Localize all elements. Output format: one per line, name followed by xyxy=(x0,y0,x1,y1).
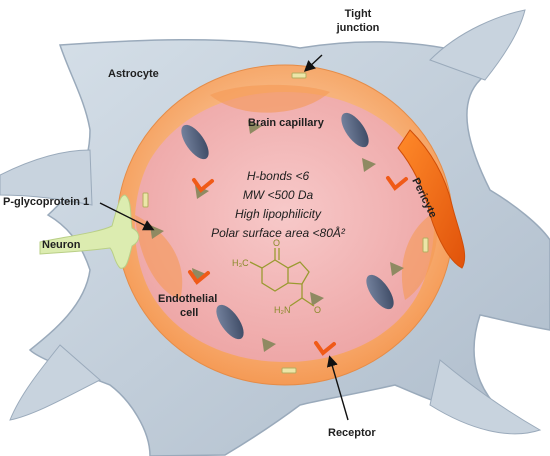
receptor-3 xyxy=(188,270,210,285)
astrocyte-process-top-right xyxy=(429,9,526,81)
tight-junction-bottom xyxy=(281,367,297,374)
transporter-7 xyxy=(262,338,276,352)
astrocyte-process-bottom-left xyxy=(9,344,101,421)
label-p-glycoprotein: P-glycoprotein 1 xyxy=(3,196,89,208)
transporter-8 xyxy=(310,292,324,306)
label-brain-capillary: Brain capillary xyxy=(248,117,325,129)
receptor-1 xyxy=(192,178,214,193)
transporter-3 xyxy=(362,158,376,172)
astrocyte-process-left xyxy=(0,149,93,206)
molecule-oxygen: O xyxy=(273,238,280,248)
criterion-mw: MW <500 Da xyxy=(243,188,314,202)
pericyte xyxy=(397,129,466,269)
tight-junction-top xyxy=(291,72,307,79)
p-glycoprotein-top-right xyxy=(341,112,369,148)
molecule-amide: H₂N xyxy=(274,305,291,315)
tight-junction-left xyxy=(142,192,149,208)
molecule-methyl: H₃C xyxy=(232,258,249,268)
criterion-psa: Polar surface area <80Å² xyxy=(211,225,346,240)
label-tight-junction-line2: junction xyxy=(336,22,380,34)
label-tight-junction-line1: Tight xyxy=(345,8,372,20)
tight-junction-right xyxy=(422,237,429,253)
arrow-receptor xyxy=(326,355,349,421)
capillary-lumen xyxy=(134,92,435,362)
criterion-lipophilicity: High lipophilicity xyxy=(235,207,322,221)
p-glycoprotein-bottom-left xyxy=(216,304,244,340)
receptor-2 xyxy=(386,176,408,191)
endothelial-lobe-top xyxy=(210,84,330,113)
endothelial-lobe-right xyxy=(401,210,439,300)
criterion-hbonds: H-bonds <6 xyxy=(247,169,310,183)
label-endothelial-line2: cell xyxy=(180,307,198,319)
label-receptor: Receptor xyxy=(328,427,376,439)
transporter-5 xyxy=(390,262,404,276)
label-endothelial-line1: Endothelial xyxy=(158,293,217,305)
astrocyte-process-bottom-right xyxy=(429,359,542,435)
molecule-structure xyxy=(249,248,315,307)
p-glycoprotein-bottom-right xyxy=(366,274,394,310)
neuron xyxy=(39,194,140,269)
molecule-amide-oxygen: O xyxy=(314,305,321,315)
label-neuron: Neuron xyxy=(42,239,81,251)
label-astrocyte: Astrocyte xyxy=(108,68,159,80)
receptor-4 xyxy=(314,341,336,356)
arrow-tight-junction xyxy=(303,54,323,72)
arrow-p-glycoprotein xyxy=(99,202,155,231)
endothelial-lobe-left xyxy=(135,215,183,300)
transporter-1 xyxy=(248,120,262,134)
p-glycoprotein-top-left xyxy=(181,124,209,160)
